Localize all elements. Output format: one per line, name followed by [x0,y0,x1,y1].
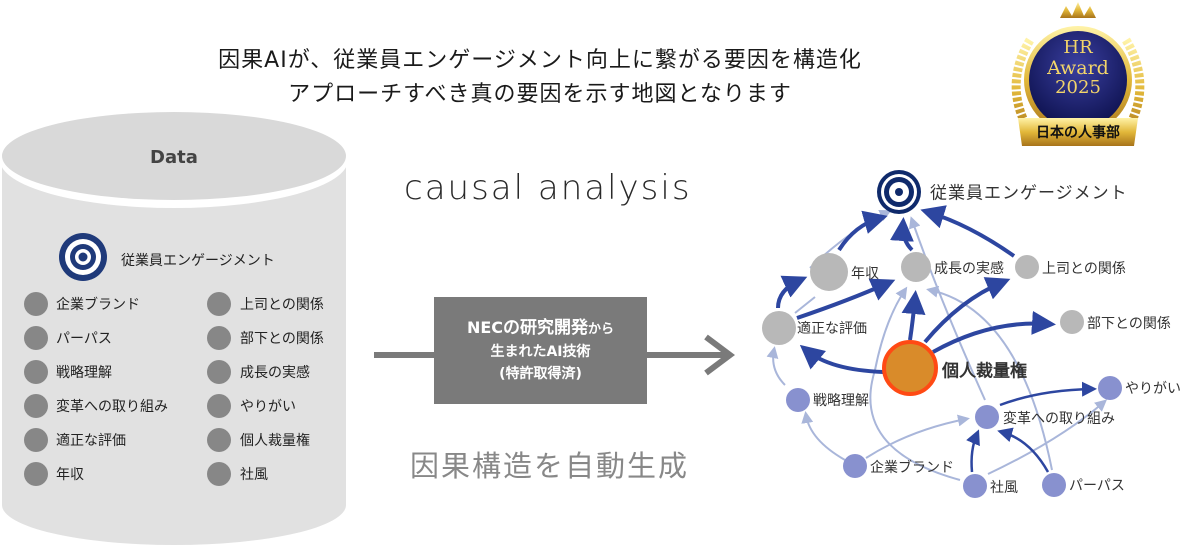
badge-hr: HR [1063,37,1093,58]
data-item-dot [207,292,231,316]
data-item-dot [24,428,48,452]
data-item-label: 変革への取り組み [56,399,168,415]
data-target-label: 従業員エンゲージメント [121,253,275,269]
edge-dark [901,290,926,341]
headline-line-1: 因果AIが、従業員エンゲージメント向上に繋がる要因を構造化 [218,48,862,73]
edge-light [869,286,961,481]
data-item-dot [207,326,231,350]
data-item-label: 戦略理解 [56,365,112,381]
edge-light [794,296,816,314]
node-purpose [1042,473,1066,497]
target-icon [59,233,107,281]
data-item-label: 企業ブランド [56,297,140,313]
label-seicho: 成長の実感 [934,261,1004,277]
edge-dark [966,429,980,473]
data-item-dot [207,428,231,452]
data-item-dot [24,360,48,384]
data-item-dot [207,462,231,486]
data-title: Data [150,147,198,168]
edge-light [801,411,846,461]
data-item-label: 成長の実感 [240,365,310,381]
data-item-label: 部下との関係 [240,331,324,347]
edge-light [766,346,786,386]
graph-target-label: 従業員エンゲージメント [930,183,1128,204]
hr-award-badge [1011,2,1145,146]
badge-text: HR Award 2025 [1030,38,1126,98]
label-henkaku: 変革への取り組み [1003,411,1115,427]
auto-generate-caption: 因果構造を自動生成 [410,449,690,483]
data-item-dot [207,394,231,418]
box-line-2: 生まれたAI技術 [490,344,591,360]
edge-dark [932,310,1056,354]
node-yarigai [1098,376,1122,400]
data-item-label: 上司との関係 [240,297,324,313]
causal-graph-nodes [762,252,1122,498]
edge-light [865,414,970,459]
data-item-label: やりがい [240,399,296,415]
graph-target-icon [877,170,921,214]
box-research: の研究開発 [503,318,589,338]
data-item-dot [24,292,48,316]
data-item-label: 適正な評価 [56,433,126,449]
edge-dark [799,344,884,374]
edge-light [926,285,1053,471]
edge-light [908,216,986,401]
badge-ribbon-text: 日本の人事部 [1036,125,1120,141]
label-hyoka: 適正な評価 [797,321,867,337]
node-brand [843,454,867,478]
headline-line-2: アプローチすべき真の要因を示す地図となります [288,82,792,107]
node-buka [1060,310,1084,334]
label-kojin: 個人裁量権 [942,361,1027,382]
data-item-dot [24,394,48,418]
causal-graph-edges [766,205,1108,481]
edge-dark [999,381,1097,407]
edge-dark [889,217,914,252]
nec-ai-technology-box: NECの研究開発から 生まれたAI技術 (特許取得済) [434,297,647,404]
data-item-dot [24,326,48,350]
label-shafu: 社風 [990,480,1018,496]
causal-analysis-title: causal analysis [404,168,692,208]
edge-dark [923,277,1011,344]
label-purpose: パーパス [1069,478,1125,494]
data-item-label: 個人裁量権 [240,433,310,449]
label-yarigai: やりがい [1125,381,1181,397]
process-arrow [374,334,735,376]
edge-dark [796,278,896,320]
node-seicho [901,252,931,282]
box-kara: から [588,322,615,337]
node-hyoka [762,311,796,345]
data-item-label: 社風 [240,467,268,483]
edge-dark [776,275,808,309]
node-senryaku [786,388,810,412]
label-nenshu: 年収 [851,266,879,282]
label-buka: 部下との関係 [1087,316,1171,332]
edge-dark [920,205,1016,258]
box-nec: NEC [466,318,504,337]
label-senryaku: 戦略理解 [813,393,869,409]
label-joshi: 上司との関係 [1042,261,1126,277]
edge-dark [997,427,1050,473]
data-item-label: 年収 [56,467,84,483]
data-item-dots [24,292,231,486]
node-nenshu [810,253,848,291]
label-brand: 企業ブランド [870,460,954,476]
badge-year: 2025 [1055,77,1101,98]
box-line-3: (特許取得済) [499,366,582,382]
badge-award: Award [1047,57,1109,79]
data-item-dot [207,360,231,384]
node-kojin [882,340,938,396]
edge-dark [837,210,888,252]
data-item-dot [24,462,48,486]
node-henkaku [975,405,999,429]
data-item-label: パーパス [56,331,112,347]
node-shafu [963,474,987,498]
edge-light [987,399,1108,475]
node-joshi [1015,255,1039,279]
